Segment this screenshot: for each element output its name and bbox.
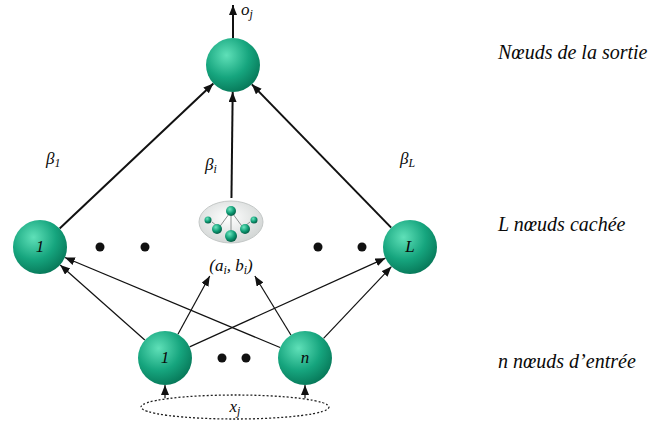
input-node: n: [278, 331, 332, 385]
weight-connector: [178, 276, 210, 334]
text-part: n: [301, 348, 310, 367]
text-part: β: [400, 149, 408, 168]
output-arrow: [232, 5, 234, 38]
subscript: i: [213, 162, 216, 176]
weight-label: βi: [203, 156, 219, 175]
text-part: β: [205, 155, 213, 174]
subscript: 1: [54, 156, 60, 170]
text-part: x: [230, 397, 238, 416]
weight-connector: [164, 385, 165, 398]
weight-connector: [252, 84, 391, 227]
node-label: n: [301, 349, 310, 368]
weight-connector: [304, 385, 305, 398]
input-node: 1: [138, 331, 192, 385]
text-part: 1: [36, 237, 45, 256]
text-part: o: [241, 0, 250, 19]
weight-connector: [324, 267, 392, 339]
weight-connector: [60, 265, 145, 340]
weight-label: βL: [398, 150, 417, 169]
hidden-node: 1: [13, 220, 67, 274]
node-label: 1: [161, 349, 170, 368]
node-label: L: [405, 238, 414, 257]
layer-caption: n nœuds d’entrée: [498, 350, 636, 372]
subscript: i: [244, 263, 247, 277]
weight-label: β1: [44, 150, 62, 169]
node-label: (ai, bi): [209, 257, 252, 276]
text-part: 1: [161, 348, 170, 367]
subscript: i: [223, 263, 226, 277]
text-part: β: [46, 149, 54, 168]
text-part: , b: [227, 256, 244, 275]
hidden-node-group: (ai, bi): [190, 198, 272, 276]
subscript: j: [250, 7, 253, 21]
text-part: ): [247, 256, 253, 275]
output-node: oj: [206, 38, 260, 92]
node-label: xj: [230, 398, 241, 417]
text-part: (a: [209, 256, 223, 275]
node-label: 1: [36, 238, 45, 257]
dotted-outline: [141, 395, 329, 419]
text-part: L: [405, 237, 414, 256]
hidden-node: L: [383, 220, 437, 274]
layer-caption: L nœuds cachée: [498, 213, 625, 235]
output-label: oj: [241, 1, 253, 20]
hidden-node-icon: [199, 201, 263, 243]
layer-caption: Nœuds de la sortie: [498, 41, 647, 63]
subscript: j: [237, 404, 240, 418]
subscript: L: [408, 156, 415, 170]
weight-connector: [60, 84, 214, 229]
weight-connector: [255, 276, 291, 335]
weight-connector: [231, 92, 232, 198]
input-vector: xj: [140, 394, 330, 420]
